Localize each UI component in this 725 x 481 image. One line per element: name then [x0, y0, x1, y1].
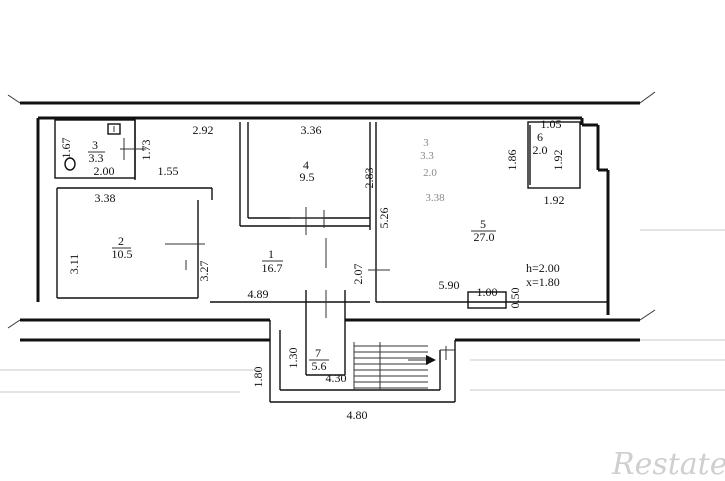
faint-room-area: 3.3 [420, 150, 434, 162]
dim-3-38: 3.38 [95, 191, 116, 205]
inner-walls [54, 119, 608, 309]
room-5-number: 5 [480, 217, 486, 231]
room-7-area: 5.6 [312, 359, 327, 373]
dim-3-11: 3.11 [67, 254, 81, 275]
room-5-area: 27.0 [474, 230, 495, 244]
toilet-icon [64, 157, 76, 171]
dim-4-89: 4.89 [248, 287, 269, 301]
stair-arrow-icon [426, 355, 436, 365]
dim-2-83: 2.83 [362, 168, 376, 189]
dim-1-30: 1.30 [286, 348, 300, 369]
room-7-number: 7 [315, 346, 321, 360]
dim-4-80: 4.80 [347, 408, 368, 422]
faint-room-number: 3 [423, 137, 429, 149]
room-labels: 3 3.3 2 10.5 4 9.5 1 16.7 5 27.0 6 2.0 7… [88, 130, 548, 373]
dim-3-36: 3.36 [301, 123, 322, 137]
outer-walls [7, 91, 656, 342]
faint-background-marks [0, 229, 725, 393]
faint-labels: 3 3.3 2.0 3.38 [420, 137, 445, 204]
room-3-area: 3.3 [89, 151, 104, 165]
faint-room-dim: 3.38 [425, 192, 445, 204]
room-2-number: 2 [118, 234, 124, 248]
dim-1-80: 1.80 [251, 367, 265, 388]
dim-5-90: 5.90 [439, 278, 460, 292]
dim-5-26: 5.26 [377, 208, 391, 229]
dim-1-00: 1.00 [477, 285, 498, 299]
note-h: h=2.00 [526, 261, 560, 275]
note-x: x=1.80 [526, 275, 560, 289]
dim-2-07: 2.07 [351, 264, 365, 285]
dim-2-92: 2.92 [193, 123, 214, 137]
sink-icon [107, 123, 121, 135]
dim-1-86: 1.86 [505, 150, 519, 171]
room-1-area: 16.7 [262, 261, 283, 275]
room-3-number: 3 [92, 138, 98, 152]
faint-room-dim2: 2.0 [423, 167, 437, 179]
dim-1-55: 1.55 [158, 164, 179, 178]
dim-2-00: 2.00 [94, 164, 115, 178]
watermark-logo: Restate [611, 447, 725, 481]
bathroom-fixtures [64, 123, 121, 171]
height-notes: h=2.00 x=1.80 [526, 261, 560, 289]
dim-1-05: 1.05 [541, 117, 562, 131]
dim-1-92-vertical: 1.92 [551, 150, 565, 171]
dim-1-67: 1.67 [59, 138, 73, 159]
door-marks [120, 138, 390, 318]
staircase [269, 290, 456, 403]
dim-0-50: 0.50 [508, 288, 522, 309]
dimension-labels: 1.67 1.73 2.92 3.36 1.05 1.86 1.92 1.92 … [59, 117, 565, 422]
room-6-area: 2.0 [533, 143, 548, 157]
room-1-number: 1 [268, 247, 274, 261]
dim-4-30: 4.30 [326, 371, 347, 385]
dim-3-27: 3.27 [197, 261, 211, 282]
dim-1-92-horizontal: 1.92 [544, 193, 565, 207]
room-2-area: 10.5 [112, 247, 133, 261]
dim-1-73: 1.73 [139, 140, 153, 161]
room-4-number: 4 [303, 158, 309, 172]
room-4-area: 9.5 [300, 170, 315, 184]
room-6-number: 6 [537, 130, 543, 144]
